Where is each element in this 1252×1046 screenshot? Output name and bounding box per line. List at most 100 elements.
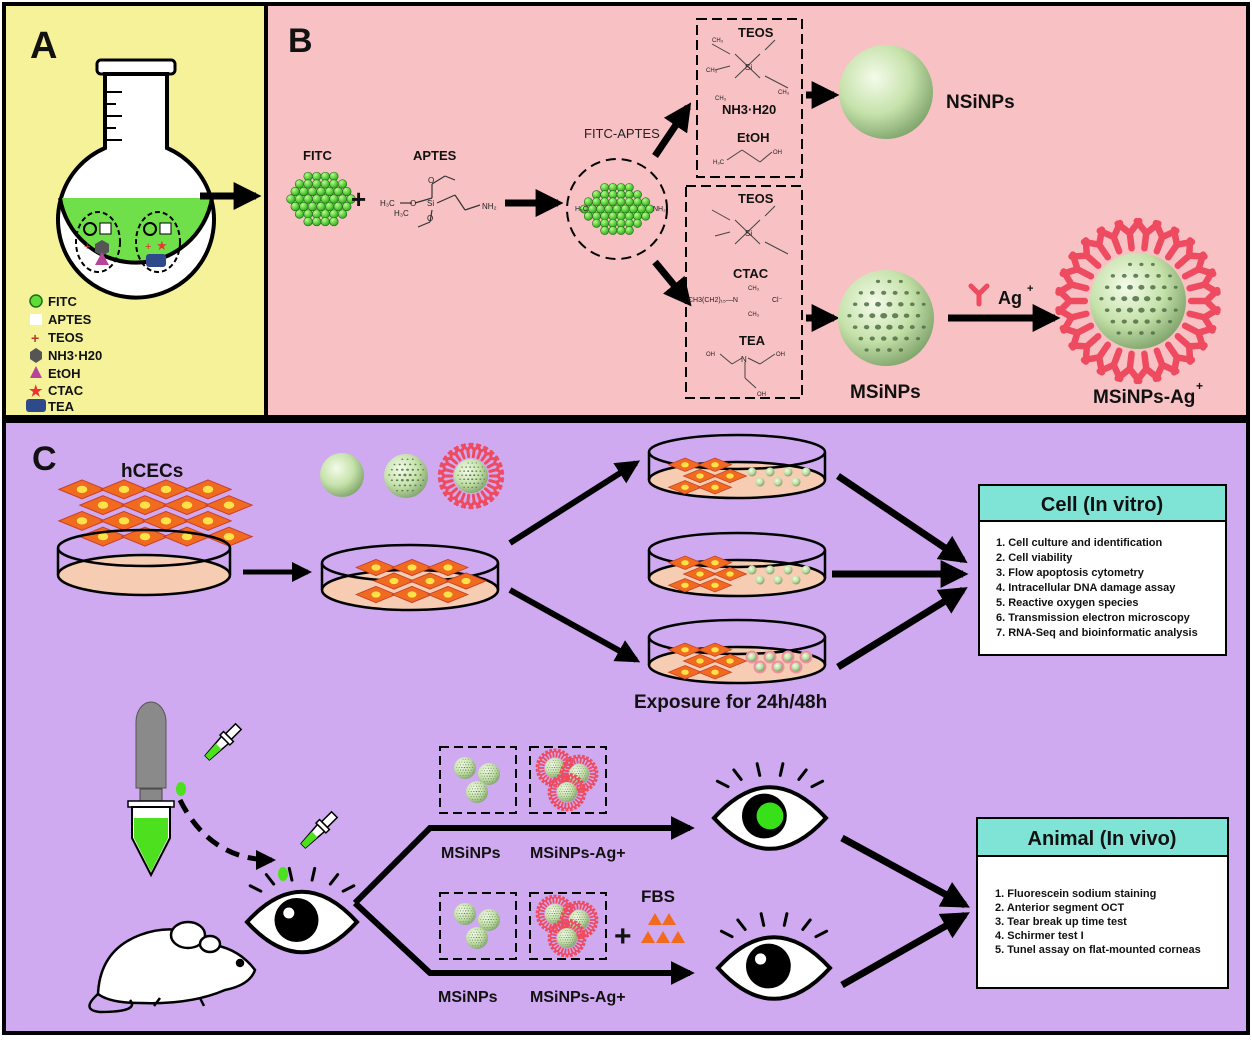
fitc-molecule	[294, 194, 305, 204]
pore	[470, 764, 472, 766]
cell	[697, 480, 733, 495]
pore	[474, 939, 476, 941]
pore	[473, 931, 475, 933]
pore	[406, 458, 409, 461]
dish-particle	[755, 575, 765, 585]
pore	[553, 766, 556, 769]
pore	[586, 775, 588, 777]
eyelash	[264, 873, 276, 886]
pore	[555, 910, 557, 912]
pore	[548, 910, 550, 912]
pore	[478, 931, 480, 933]
fitc-molecule	[616, 197, 626, 207]
pore	[481, 466, 484, 468]
pore	[491, 775, 494, 777]
drop-icon-top	[176, 782, 186, 796]
dropper-tube-icon	[127, 701, 175, 878]
pore	[909, 325, 915, 330]
fitc-legend-icon	[29, 294, 43, 308]
msinps-ag-label-1: MSiNPs-Ag+	[530, 845, 626, 862]
fitc-molecule	[645, 204, 655, 214]
pore	[898, 348, 904, 352]
pore	[459, 915, 462, 917]
pore	[475, 942, 478, 944]
pore	[477, 466, 480, 468]
pore	[471, 767, 473, 768]
pore	[466, 907, 468, 909]
pore	[471, 462, 473, 464]
pore	[552, 910, 554, 912]
pore	[483, 921, 486, 923]
pore	[568, 932, 570, 934]
pore	[472, 944, 474, 946]
pore	[459, 769, 462, 771]
fitc-molecule	[312, 216, 322, 227]
pore	[473, 915, 475, 917]
pore	[461, 761, 463, 763]
fitc-molecule	[299, 201, 309, 212]
fitc-molecule	[583, 211, 593, 221]
pore	[481, 482, 484, 484]
pore	[562, 788, 564, 790]
pore	[565, 795, 568, 797]
pore	[474, 788, 476, 790]
pore	[469, 466, 472, 468]
msinps-ag-sphere	[1055, 217, 1221, 385]
pore	[548, 915, 550, 917]
pore	[390, 479, 393, 482]
pore	[569, 944, 571, 946]
pore	[473, 482, 476, 485]
pore	[909, 302, 915, 307]
pore	[585, 773, 587, 774]
pore	[551, 908, 553, 910]
pore	[474, 944, 476, 946]
eyelash	[328, 873, 340, 886]
pore	[582, 773, 584, 774]
pore	[880, 336, 887, 341]
pore	[456, 913, 458, 914]
pore	[555, 920, 557, 922]
seeded-cells	[355, 558, 487, 604]
dish-particle	[801, 467, 811, 477]
pore	[573, 791, 575, 792]
pore	[892, 336, 898, 341]
pore	[555, 764, 557, 766]
pore	[576, 780, 578, 782]
pore	[411, 458, 414, 460]
particle	[478, 763, 500, 785]
pore	[481, 796, 483, 798]
svg-text:+: +	[145, 241, 151, 253]
fitc-molecule	[596, 204, 605, 214]
fitc-molecule	[325, 186, 335, 197]
pore	[467, 915, 470, 917]
pore	[487, 918, 490, 921]
pore	[575, 768, 577, 770]
ctac-ch3-bottom: CH₃	[748, 312, 760, 318]
eyelash	[736, 918, 747, 931]
pore	[576, 916, 578, 918]
tea-structure	[719, 353, 776, 389]
pore	[550, 764, 552, 766]
pore	[565, 936, 568, 939]
antibody-icon	[968, 283, 990, 307]
pore	[406, 468, 409, 471]
teos-ch3-top-2: CH₃	[706, 68, 718, 74]
pore	[483, 478, 486, 480]
particle	[454, 757, 476, 779]
aptes-si-label: Si	[427, 199, 434, 208]
pore	[486, 921, 488, 923]
pore	[462, 764, 464, 766]
panel-c: C hCECs Exposure for 24h/48h	[2, 419, 1250, 1035]
pore	[475, 796, 478, 798]
pore	[458, 918, 460, 920]
fitc-molecule	[633, 218, 642, 228]
pore	[567, 930, 569, 931]
pore	[573, 919, 575, 920]
fitc-molecule	[592, 218, 601, 228]
pore	[482, 773, 484, 774]
particle	[557, 928, 577, 948]
cell	[682, 653, 718, 669]
fitc-molecule	[299, 186, 309, 197]
plus-sign: +	[351, 184, 366, 214]
pore	[557, 764, 559, 766]
